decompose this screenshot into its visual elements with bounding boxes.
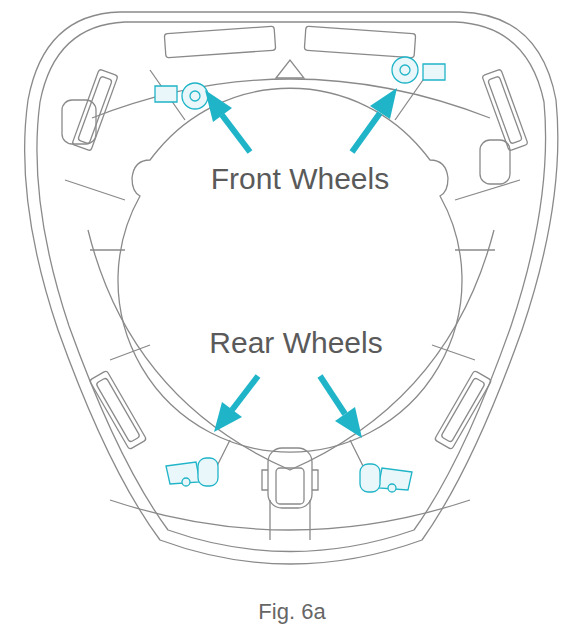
figure-caption: Fig. 6a (258, 600, 325, 624)
side-pad (72, 26, 528, 449)
rear-connector (262, 448, 318, 508)
center-opening (118, 88, 462, 452)
sensor (62, 100, 96, 144)
part-label: Rear Wheels (206, 326, 385, 359)
front-wheel (155, 83, 208, 109)
rim-band (88, 230, 494, 470)
pointer-arrow (205, 90, 250, 152)
rear-wheel (360, 464, 412, 492)
sensor (480, 140, 510, 184)
pointer-arrow (214, 376, 258, 432)
rim-band (92, 79, 490, 118)
rib-lines (65, 70, 520, 540)
housing-outline (25, 12, 558, 564)
housing-inner-outline (37, 22, 546, 552)
pointer-arrow (352, 88, 397, 152)
direction-mark (276, 60, 304, 78)
part-label: Front Wheels (208, 162, 392, 195)
pointer-arrow (320, 376, 362, 438)
rear-wheel (166, 458, 218, 486)
front-wheel (392, 57, 445, 83)
